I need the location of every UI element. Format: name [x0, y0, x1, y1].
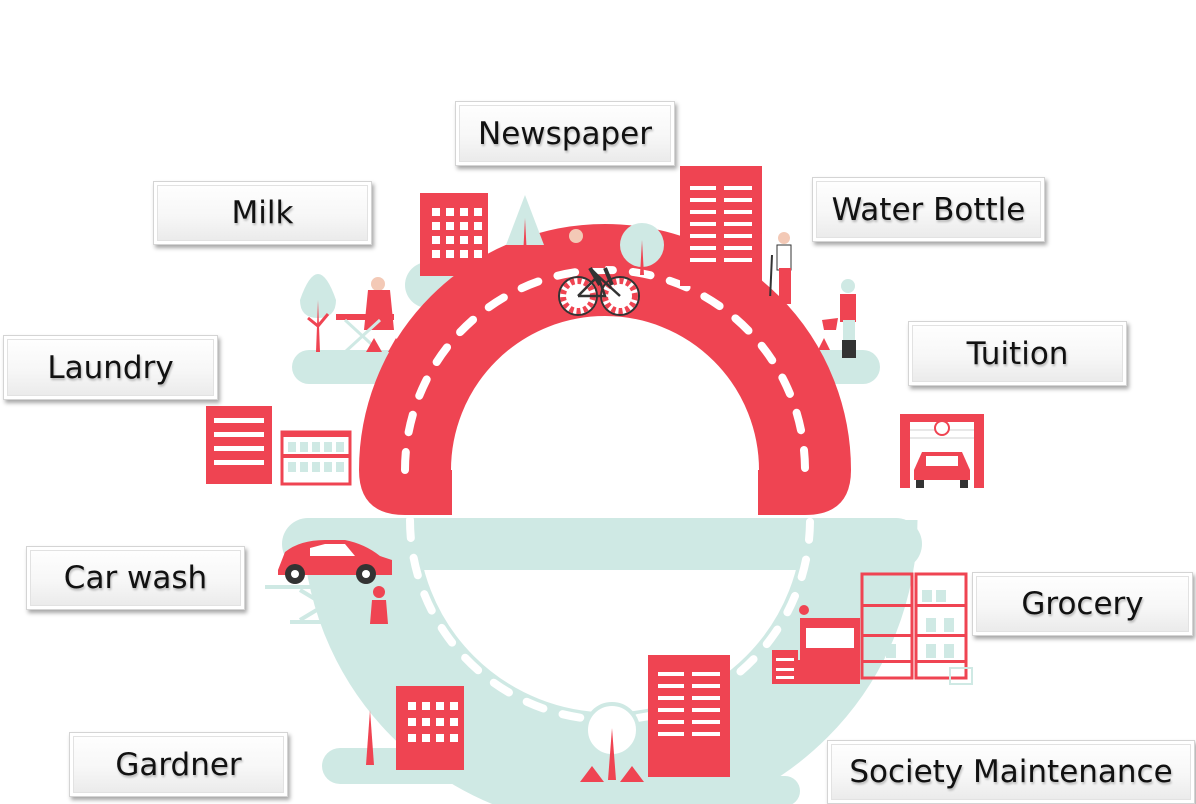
society-building-icon [580, 655, 730, 782]
building-icon [420, 193, 488, 276]
label-newspaper: Newspaper [455, 101, 675, 166]
label-milk: Milk [153, 181, 372, 245]
grocery-shelf-icon [772, 572, 973, 685]
upper-road-end-right [758, 470, 851, 515]
gardner-area-icon [366, 686, 464, 770]
label-tuition: Tuition [908, 321, 1127, 386]
label-gardner: Gardner [69, 732, 288, 797]
gardener-icon [802, 279, 856, 358]
milk-area-icon [300, 274, 404, 354]
label-laundry: Laundry [3, 335, 218, 400]
laundry-shelf-icon [280, 430, 352, 486]
cyclist-icon [558, 229, 640, 316]
water-delivery-person-icon [764, 232, 792, 304]
label-water-bottle: Water Bottle [812, 177, 1045, 242]
garage-car-icon [900, 414, 984, 488]
label-car-wash: Car wash [26, 546, 245, 610]
tree-icon [506, 195, 544, 276]
car-lift-icon [265, 540, 395, 624]
upper-road-end-left [359, 470, 452, 515]
tall-building-icon [680, 166, 762, 286]
round-tree-icon [620, 223, 664, 275]
laundry-building-icon [206, 406, 272, 484]
label-society-maintenance: Society Maintenance [827, 740, 1195, 804]
label-grocery: Grocery [972, 572, 1193, 636]
